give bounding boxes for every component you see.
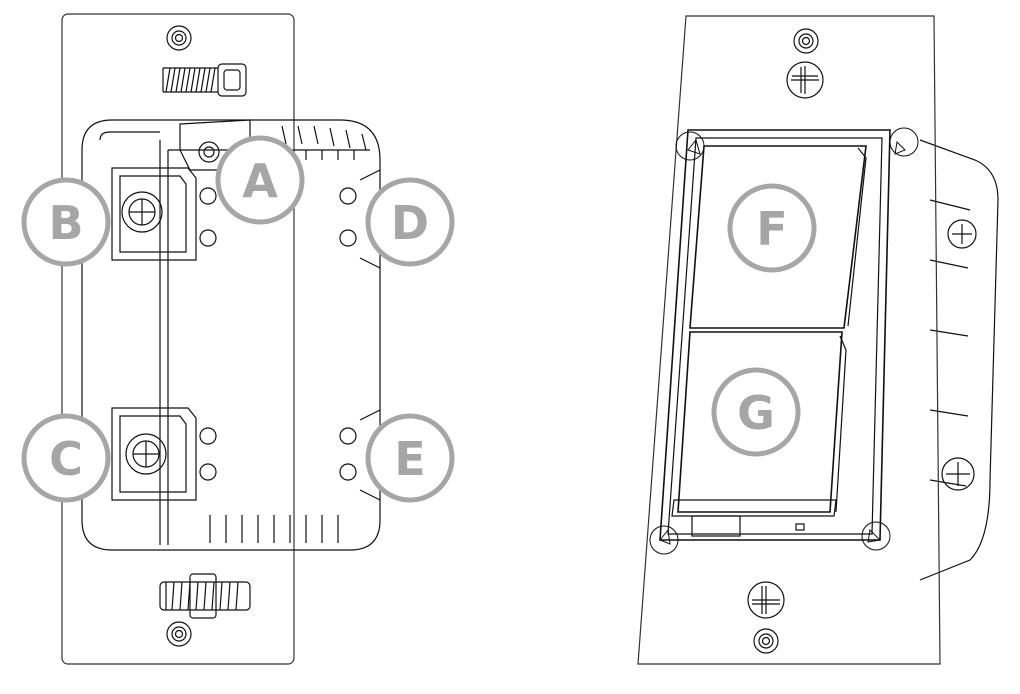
callout-d-label: D — [391, 196, 429, 250]
callout-e-label: E — [394, 432, 425, 486]
callout-b-label: B — [48, 196, 83, 250]
rear-housing — [81, 119, 381, 551]
air-gap-tab[interactable] — [691, 515, 741, 537]
wire-holes-right — [339, 187, 357, 481]
mounting-hole-icon — [166, 621, 192, 647]
callout-g: G — [711, 367, 801, 457]
callout-g-label: G — [737, 386, 775, 440]
front-mounting-strap — [637, 15, 941, 665]
callout-f: F — [727, 183, 817, 273]
callout-b: B — [21, 177, 111, 267]
led-indicator-icon — [795, 523, 805, 531]
screw-icon — [162, 63, 247, 97]
callout-e: E — [365, 413, 455, 503]
callout-a-label: A — [242, 154, 278, 208]
screw-icon — [786, 61, 824, 99]
mounting-hole-icon — [793, 28, 819, 54]
screw-icon — [947, 219, 977, 249]
screw-icon — [159, 573, 251, 619]
callout-c-label: C — [49, 432, 83, 486]
front-side-housing — [919, 139, 999, 581]
terminal-screw-icon — [111, 407, 197, 501]
screw-icon — [747, 581, 785, 619]
callout-c: C — [21, 413, 111, 503]
bottom-vents — [209, 515, 339, 543]
callout-d: D — [365, 177, 455, 267]
screw-icon — [941, 457, 975, 491]
callouts: A B C D E F G — [21, 135, 817, 503]
terminal-screw-icon — [111, 167, 197, 261]
upper-paddle[interactable] — [689, 145, 867, 329]
mounting-hole-icon — [166, 25, 192, 51]
front-view-switch — [637, 15, 999, 665]
mounting-hole-icon — [753, 628, 779, 654]
rear-view-switch — [61, 13, 381, 665]
top-vents — [281, 125, 367, 160]
rear-mounting-strap — [61, 13, 295, 665]
wire-holes-left — [199, 187, 217, 481]
callout-a: A — [215, 135, 305, 225]
callout-f-label: F — [756, 202, 787, 256]
lower-paddle[interactable] — [677, 331, 843, 513]
